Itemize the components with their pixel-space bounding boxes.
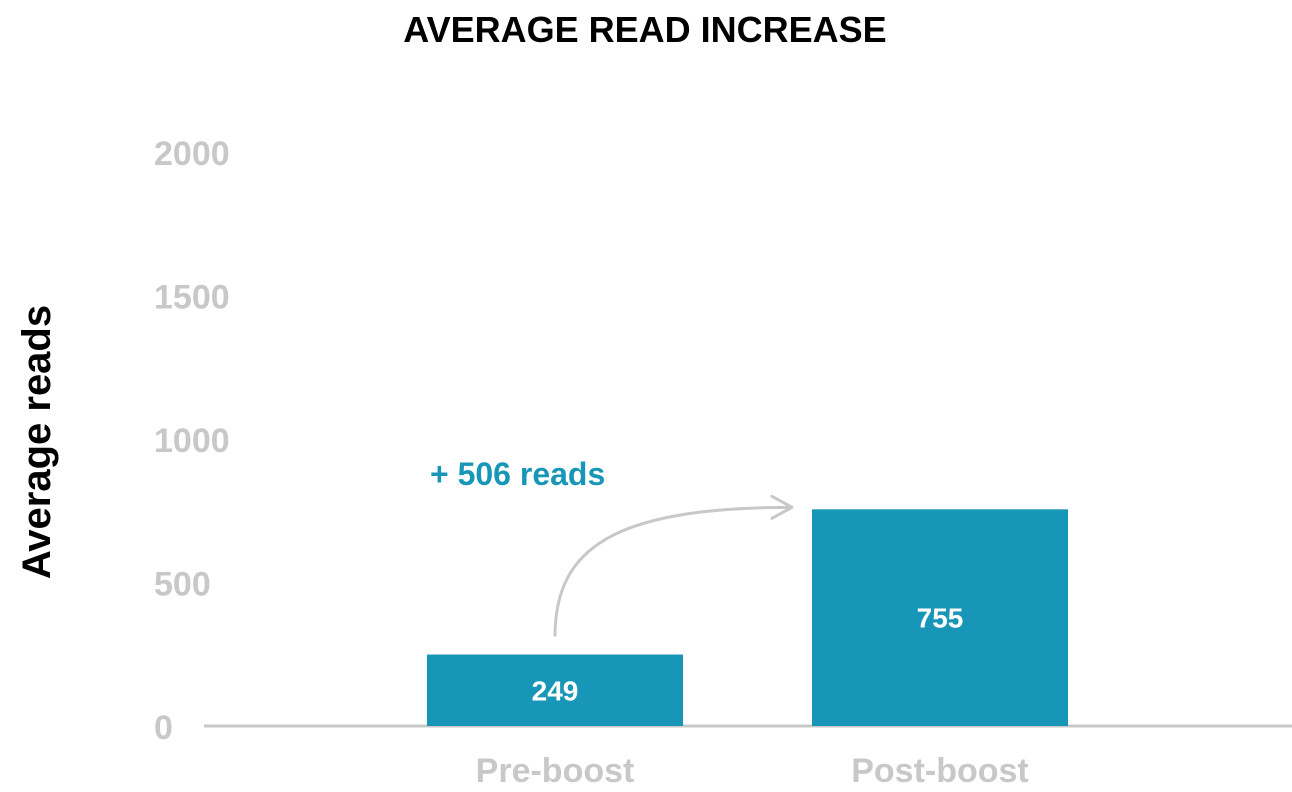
y-tick-label: 0 — [154, 709, 173, 747]
bar-value-label: 755 — [917, 603, 964, 634]
increase-arrow-curve — [553, 505, 793, 637]
y-axis-label: Average reads — [15, 305, 59, 579]
y-tick-label: 1500 — [154, 279, 230, 317]
bar-post-boost — [812, 509, 1068, 726]
y-axis-ticks: 0 500 1000 1500 2000 — [154, 135, 230, 747]
x-tick-label: Pre-boost — [476, 752, 635, 790]
x-tick-label: Post-boost — [851, 752, 1029, 790]
bars-group: 249 755 — [427, 509, 1068, 726]
y-tick-label: 1000 — [154, 422, 230, 460]
increase-arrow-head — [770, 494, 794, 520]
bar-pre-boost — [427, 654, 683, 726]
y-tick-label: 500 — [154, 566, 211, 604]
x-axis-ticks: Pre-boost Post-boost — [476, 752, 1029, 790]
bar-value-label: 249 — [532, 675, 579, 706]
increase-annotation: + 506 reads — [430, 456, 605, 492]
chart-title: AVERAGE READ INCREASE — [403, 9, 886, 50]
y-tick-label: 2000 — [154, 135, 230, 173]
